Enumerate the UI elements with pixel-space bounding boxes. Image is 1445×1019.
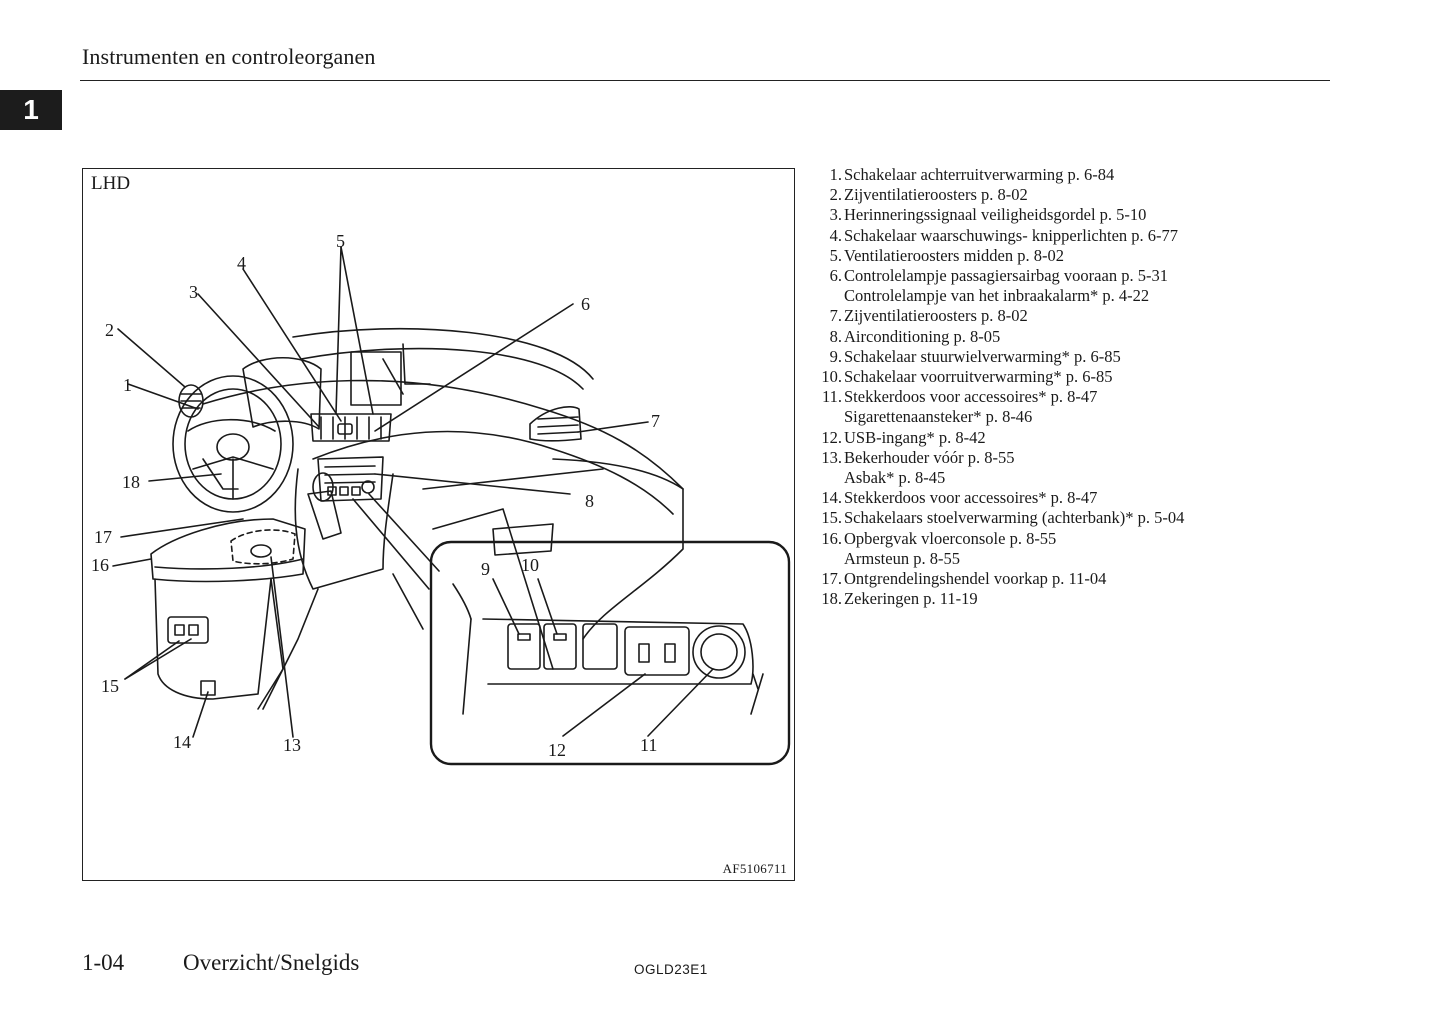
callout-label: 10 [521, 555, 539, 575]
legend-number: 17. [821, 569, 842, 589]
legend-number: 8. [829, 326, 842, 346]
legend-text: Stekkerdoos voor accessoires* p. 8-47 [844, 488, 1098, 508]
legend-item: 16.Opbergvak vloerconsole p. 8-55 [810, 529, 1184, 549]
legend-number: 3. [829, 205, 842, 225]
legend-text: Opbergvak vloerconsole p. 8-55 [844, 528, 1057, 548]
callout-label: 18 [122, 472, 140, 492]
header-title: Instrumenten en controleorganen [82, 44, 376, 69]
document-code: OGLD23E1 [634, 962, 708, 977]
legend-item: 18.Zekeringen p. 11-19 [810, 589, 1184, 609]
header-rule [80, 80, 1330, 81]
legend-text-continued: Armsteun p. 8-55 [844, 548, 960, 568]
legend-item: 11.Stekkerdoos voor accessoires* p. 8-47 [810, 387, 1184, 407]
legend-text: USB-ingang* p. 8-42 [844, 427, 986, 447]
callout-label: 17 [94, 527, 112, 547]
callout-label: 6 [581, 294, 590, 314]
legend-number: 14. [821, 488, 842, 508]
legend-number: 15. [821, 508, 842, 528]
legend-text: Schakelaar stuurwielverwarming* p. 6-85 [844, 346, 1121, 366]
legend-text: Controlelampje passagiersairbag vooraan … [844, 266, 1168, 286]
legend-item: 6.Controlelampje passagiersairbag vooraa… [810, 266, 1184, 286]
legend-text: Schakelaar voorruitverwarming* p. 6-85 [844, 367, 1113, 387]
legend-text-continued: Asbak* p. 8-45 [844, 468, 946, 488]
legend-number: 5. [829, 245, 842, 265]
legend-number: 2. [829, 185, 842, 205]
dashboard-figure: 1 2 3 4 5 6 7 8 9 10 11 12 13 14 15 16 1… [82, 168, 795, 881]
callout-label: 12 [548, 740, 566, 760]
legend-text: Bekerhouder vóór p. 8-55 [844, 447, 1015, 467]
legend-text-continued: Controlelampje van het inbraakalarm* p. … [844, 286, 1150, 306]
chapter-tab: 1 [0, 90, 62, 130]
legend-item: 15.Schakelaars stoelverwarming (achterba… [810, 508, 1184, 528]
legend-item: 4.Schakelaar waarschuwings- knipperlicht… [810, 226, 1184, 246]
callout-label: 11 [640, 735, 657, 755]
section-title: Overzicht/Snelgids [183, 950, 360, 975]
legend-item: 10.Schakelaar voorruitverwarming* p. 6-8… [810, 367, 1184, 387]
legend-item: 5.Ventilatieroosters midden p. 8-02 [810, 246, 1184, 266]
legend-item: 7.Zijventilatieroosters p. 8-02 [810, 306, 1184, 326]
figure-variant-label: LHD [91, 173, 131, 194]
legend-text: Herinneringssignaal veiligheidsgordel p.… [844, 205, 1147, 225]
callout-label: 1 [123, 375, 132, 395]
legend-number: 13. [821, 447, 842, 467]
callout-label: 15 [101, 676, 119, 696]
legend-number: 16. [821, 528, 842, 548]
legend-number: 6. [829, 266, 842, 286]
legend-number: 9. [829, 346, 842, 366]
legend-number: 11. [821, 387, 842, 407]
legend-text: Zijventilatieroosters p. 8-02 [844, 185, 1028, 205]
callout-label: 16 [91, 555, 109, 575]
legend-text: Airconditioning p. 8-05 [844, 326, 1001, 346]
legend-text-continued: Sigarettenaansteker* p. 8-46 [844, 407, 1033, 427]
callout-label: 3 [189, 282, 198, 302]
legend-item: 1.Schakelaar achterruitverwarming p. 6-8… [810, 165, 1184, 185]
legend-text: Schakelaar waarschuwings- knipperlichten… [844, 225, 1179, 245]
callout-label: 14 [173, 732, 191, 752]
callout-label: 13 [283, 735, 301, 755]
callout-label: 7 [651, 411, 660, 431]
legend-item: 17.Ontgrendelingshendel voorkap p. 11-04 [810, 569, 1184, 589]
legend-text: Schakelaar achterruitverwarming p. 6-84 [844, 165, 1115, 184]
legend-text: Stekkerdoos voor accessoires* p. 8-47 [844, 387, 1098, 407]
legend-text: Zekeringen p. 11-19 [844, 589, 978, 609]
legend-item: 8.Airconditioning p. 8-05 [810, 327, 1184, 347]
dashboard-illustration: 1 2 3 4 5 6 7 8 9 10 11 12 13 14 15 16 1… [91, 231, 791, 766]
callout-label: 4 [237, 253, 246, 273]
legend-text: Schakelaars stoelverwarming (achterbank)… [844, 508, 1185, 528]
legend-text: Ventilatieroosters midden p. 8-02 [844, 245, 1064, 265]
legend-item: 13.Bekerhouder vóór p. 8-55 [810, 448, 1184, 468]
figure-code: AF5106711 [722, 861, 787, 876]
callout-label: 5 [336, 231, 345, 251]
legend-text: Zijventilatieroosters p. 8-02 [844, 306, 1028, 326]
callout-label: 2 [105, 320, 114, 340]
callout-label: 8 [585, 491, 594, 511]
legend-number: 10. [821, 367, 842, 387]
page-number: 1-04 [82, 950, 125, 975]
legend-item: 12.USB-ingang* p. 8-42 [810, 428, 1184, 448]
legend-text: Ontgrendelingshendel voorkap p. 11-04 [844, 569, 1107, 589]
callout-label: 9 [481, 559, 490, 579]
legend-number: 12. [821, 427, 842, 447]
legend-number: 4. [829, 225, 842, 245]
legend-item: 3.Herinneringssignaal veiligheidsgordel … [810, 205, 1184, 225]
legend-item: 14.Stekkerdoos voor accessoires* p. 8-47 [810, 488, 1184, 508]
legend-number: 1. [829, 165, 842, 184]
legend-number: 7. [829, 306, 842, 326]
legend-item: 9.Schakelaar stuurwielverwarming* p. 6-8… [810, 347, 1184, 367]
component-legend: 1.Schakelaar achterruitverwarming p. 6-8… [810, 165, 1184, 609]
legend-number: 18. [821, 589, 842, 609]
legend-item: 2.Zijventilatieroosters p. 8-02 [810, 185, 1184, 205]
